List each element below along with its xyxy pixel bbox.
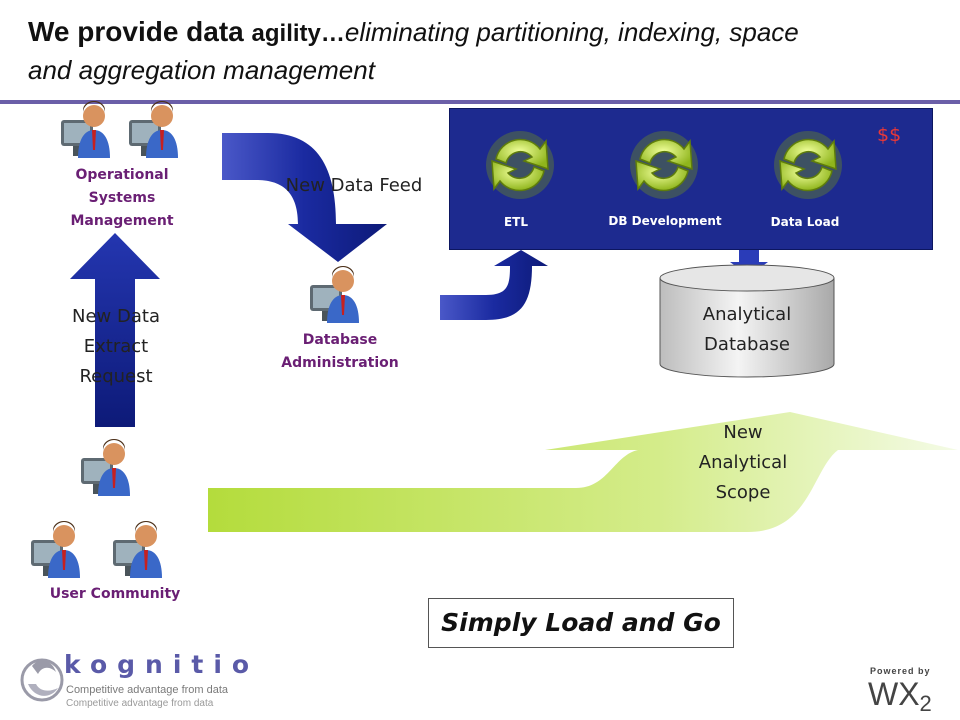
etl-label: ETL [503,215,529,229]
slogan-text: Simply Load and Go [441,608,721,637]
slide-title: We provide data agility…eliminating part… [28,14,938,88]
slogan-box [428,598,734,648]
title-bold-small: agility… [251,20,345,47]
new-data-feed-label: New Data Feed [285,175,423,196]
title-italic-line1: eliminating partitioning, indexing, spac… [344,17,799,47]
new-data-feed-arrow [222,133,387,262]
data-load-cycle-icon [774,131,842,199]
wx2-main: WX [868,676,920,712]
data-load-label: Data Load [770,215,840,229]
operational-systems-label: Operational Systems Management [70,167,174,229]
kognitio-emblem-icon [20,658,64,702]
db-development-cycle-icon [630,131,698,199]
etl-cycle-icon [486,131,554,199]
powered-by-label: Powered by [870,666,931,676]
title-divider [0,100,960,104]
new-scope-arrow [208,412,958,532]
analytical-database-cylinder [659,264,835,378]
extract-request-arrow [70,233,160,427]
db-development-label: DB Development [608,214,722,228]
kognitio-tagline: Competitive advantage from data [66,684,229,696]
kognitio-tagline-reflection: Competitive advantage from data [66,698,214,709]
new-analytical-scope-label: New Analytical Scope [698,422,788,503]
database-administration-label: Database Administration [281,332,399,371]
title-italic-line2: and aggregation management [28,55,375,85]
analytical-database-label: Analytical Database [702,304,792,355]
title-bold: We provide data [28,16,252,47]
extract-request-label: New Data Extract Request [72,306,160,387]
wx2-sub: 2 [919,691,932,716]
user-community-label: User Community [49,586,181,602]
wx2-logo: WX2 [868,676,932,717]
dba-to-etl-arrow [440,250,548,320]
price-indicator: $$ [877,124,902,146]
kognitio-wordmark: kognitio [64,650,260,679]
